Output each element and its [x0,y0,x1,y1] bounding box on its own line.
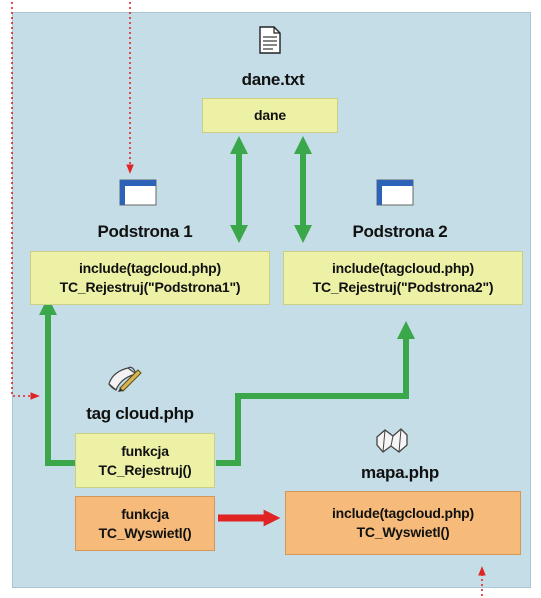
podstrona2-title: Podstrona 2 [352,222,448,241]
mapa-line-2: TC_Wyswietl() [356,524,450,540]
podstrona2-line-1: include(tagcloud.php) [331,260,474,276]
func-wyswietl-line-2: TC_Wyswietl() [98,524,192,541]
dane-file-title: dane.txt [241,70,305,89]
podstrona2-box: include(tagcloud.php) TC_Rejestruj("Pods… [283,251,523,305]
podstrona1-line-2: TC_Rejestruj("Podstrona1") [59,279,241,295]
pen-scroll-icon [106,364,142,397]
window-icon [119,179,157,211]
func-rejestruj-line-1: funkcja [121,442,169,459]
podstrona1-box: include(tagcloud.php) TC_Rejestruj("Pods… [30,251,270,305]
func-rejestruj-line-2: TC_Rejestruj() [98,461,192,478]
document-icon [259,26,281,59]
connector-rejestruj-podstrona2 [216,321,415,466]
func-rejestruj-box: funkcja TC_Rejestruj() [75,433,215,488]
mapa-title: mapa.php [361,463,439,482]
func-wyswietl-box: funkcja TC_Wyswietl() [75,496,215,551]
dane-box-line: dane [254,107,286,123]
window-icon [376,179,414,211]
tagcloud-title: tag cloud.php [86,404,194,423]
mapa-line-1: include(tagcloud.php) [331,505,474,521]
podstrona1-title: Podstrona 1 [97,222,193,241]
dotted-link-left [11,2,40,400]
dane-box: dane [202,98,338,133]
podstrona2-line-2: TC_Rejestruj("Podstrona2") [312,279,494,295]
func-wyswietl-line-1: funkcja [121,505,169,522]
podstrona1-line-1: include(tagcloud.php) [78,260,221,276]
mapa-box: include(tagcloud.php) TC_Wyswietl() [285,491,521,555]
folded-map-icon [375,427,409,458]
connector-rejestruj-podstrona1 [39,297,76,466]
